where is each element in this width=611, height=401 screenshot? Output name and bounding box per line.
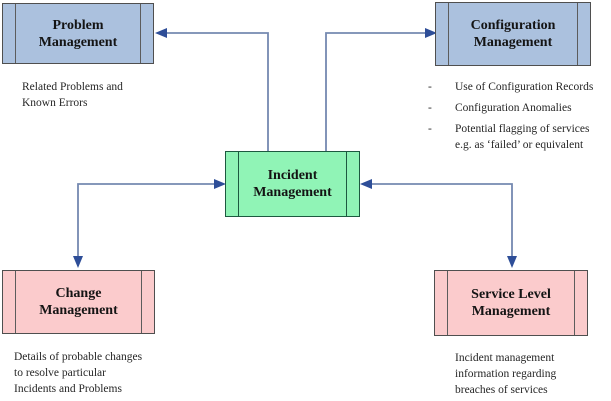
side-line [447,271,448,335]
arrow-servicelevel-incident [360,179,517,268]
list-item-text: Configuration Anomalies [455,102,572,114]
arrow-change-incident [73,179,226,268]
service-level-management-box: Service Level Management [434,270,588,336]
configuration-management-box: Configuration Management [435,2,591,66]
side-line [574,271,575,335]
bullet-dash: - [428,123,432,135]
incident-management-box: Incident Management [225,151,360,217]
change-management-title: Change Management [39,286,118,318]
incident-management-title: Incident Management [253,168,332,200]
list-item-text: Use of Configuration Records [455,81,594,93]
list-item: - Configuration Anomalies [428,100,611,116]
service-level-management-note: Incident management information regardin… [455,352,557,396]
side-line [448,3,449,65]
configuration-management-notes: - Use of Configuration Records - Configu… [428,79,611,158]
bullet-dash: - [428,81,432,93]
side-line [238,152,239,216]
list-item-text: Potential flagging of services e.g. as ‘… [455,123,590,151]
side-line [346,152,347,216]
side-line [577,3,578,65]
change-management-note: Details of probable changes to resolve p… [14,351,143,395]
service-level-management-title: Service Level Management [471,287,551,319]
side-line [141,271,142,333]
side-line [140,4,141,63]
side-line [15,271,16,333]
configuration-management-title: Configuration Management [470,18,556,50]
change-management-box: Change Management [2,270,155,334]
bullet-dash: - [428,102,432,114]
problem-management-note: Related Problems and Known Errors [22,81,123,109]
problem-management-title: Problem Management [38,17,118,50]
side-line [15,4,16,63]
arrow-incident-to-configuration [325,28,437,151]
problem-management-box: Problem Management [2,3,154,64]
list-item: - Use of Configuration Records [428,79,611,95]
list-item: - Potential flagging of services e.g. as… [428,121,611,153]
